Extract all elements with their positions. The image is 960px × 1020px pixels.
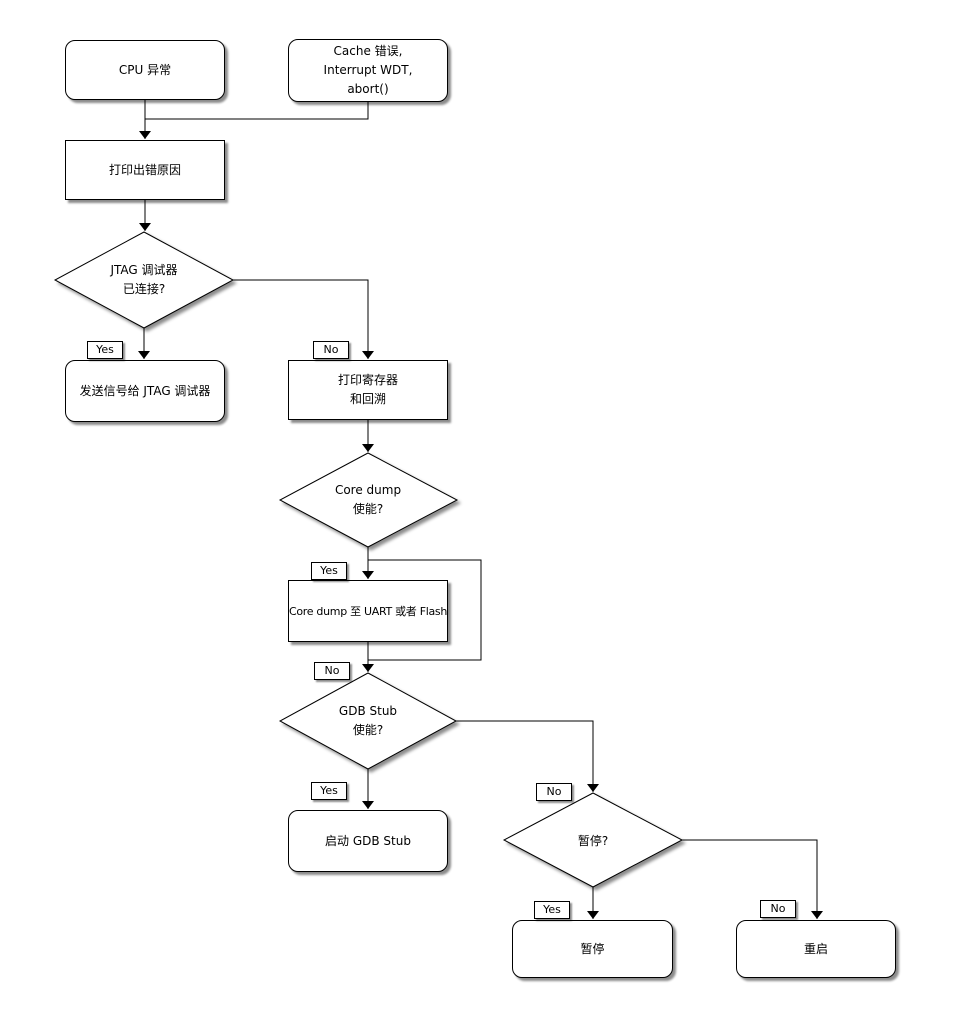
edge-label-gdb-no: No (536, 783, 572, 801)
edge-label-jtag-yes: Yes (87, 341, 123, 359)
decision-gdbstub-enabled-line1: GDB Stub (338, 704, 398, 718)
decision-jtag-connected-line1: JTAG 调试器 (110, 263, 178, 277)
node-signal-jtag: 发送信号给 JTAG 调试器 (65, 360, 225, 422)
connector-cache-merge (145, 101, 369, 120)
node-halt-label: 暂停 (580, 941, 605, 956)
connector-coredump-no-bypass (368, 559, 482, 661)
node-cpu-exception-label: CPU 异常 (118, 62, 172, 77)
edge-label-halt-yes: Yes (534, 901, 570, 919)
node-cache-error-line2: Interrupt WDT, (323, 63, 413, 77)
node-start-gdbstub: 启动 GDB Stub (288, 810, 448, 872)
node-print-error: 打印出错原因 (65, 140, 225, 200)
node-cpu-exception: CPU 异常 (65, 40, 225, 100)
connector-gdb-no-to-halt-decision (456, 720, 599, 792)
node-reboot: 重启 (736, 920, 896, 978)
node-cache-error: Cache 错误, Interrupt WDT, abort() (288, 39, 448, 102)
connector-jtag-no-to-print-registers (233, 279, 374, 359)
decision-gdbstub-enabled-text: GDB Stub 使能? (278, 702, 458, 740)
decision-jtag-connected-shape (53, 231, 235, 329)
node-halt: 暂停 (512, 920, 673, 978)
node-signal-jtag-label: 发送信号给 JTAG 调试器 (79, 383, 211, 398)
decision-jtag-connected-line2: 已连接? (122, 282, 166, 296)
edge-label-halt-no: No (760, 900, 796, 918)
node-cache-error-line3: abort() (347, 82, 389, 96)
decision-coredump-enabled-line2: 使能? (352, 502, 384, 516)
decision-gdbstub-enabled-line2: 使能? (352, 723, 384, 737)
node-coredump-uart-flash-label: Core dump 至 UART 或者 Flash (288, 604, 448, 618)
node-print-error-label: 打印出错原因 (108, 162, 181, 177)
node-print-registers-line2: 和回溯 (349, 392, 386, 406)
decision-halt-line1: 暂停? (577, 834, 609, 848)
edge-label-coredump-yes: Yes (311, 562, 347, 580)
connector-halt-no-to-reboot (682, 839, 823, 919)
decision-halt-shape (502, 792, 684, 888)
node-reboot-label: 重启 (803, 941, 828, 956)
edge-label-jtag-no: No (313, 341, 349, 359)
decision-coredump-enabled-line1: Core dump (334, 483, 402, 497)
node-coredump-uart-flash: Core dump 至 UART 或者 Flash (288, 580, 448, 642)
node-cache-error-line1: Cache 错误, (333, 44, 403, 58)
edge-label-gdb-yes: Yes (311, 782, 347, 800)
decision-coredump-enabled-shape (278, 452, 459, 548)
decision-jtag-connected-text: JTAG 调试器 已连接? (54, 261, 234, 299)
decision-coredump-enabled-text: Core dump 使能? (278, 481, 458, 519)
decision-halt-text: 暂停? (503, 832, 683, 851)
edge-label-coredump-no: No (314, 662, 350, 680)
decision-gdbstub-enabled-shape (278, 672, 458, 770)
node-print-registers-line1: 打印寄存器 (337, 373, 398, 387)
node-print-registers: 打印寄存器 和回溯 (288, 360, 448, 420)
node-start-gdbstub-label: 启动 GDB Stub (325, 833, 411, 848)
